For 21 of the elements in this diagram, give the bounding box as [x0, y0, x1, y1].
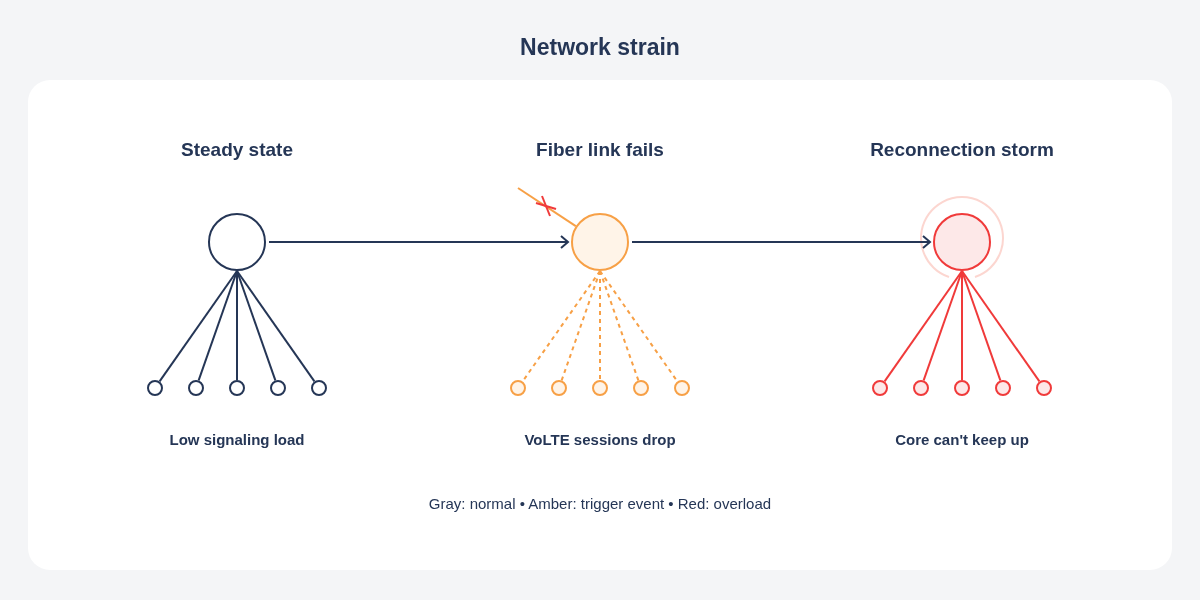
connector-line [922, 270, 963, 382]
arrow [268, 235, 569, 249]
stage-caption: Low signaling load [168, 430, 306, 450]
connector-line [158, 270, 238, 383]
stage-heading: Fiber link fails [535, 138, 665, 162]
connector-line [961, 270, 1002, 382]
connector-line [236, 270, 277, 382]
connector-line [599, 270, 640, 382]
connector-line [197, 270, 238, 382]
stage-heading: Reconnection storm [869, 138, 1055, 162]
connector-line [560, 270, 601, 382]
legend-note: Gray: normal • Amber: trigger event • Red: overload [428, 494, 772, 514]
connector-line [883, 270, 963, 383]
arrow [631, 235, 931, 249]
stage-caption: Core can't keep up [894, 430, 1030, 450]
stage-heading: Steady state [180, 138, 294, 162]
diagram-title: Network strain [520, 33, 680, 62]
connector-line [517, 187, 577, 228]
connector-line [236, 270, 316, 383]
connector-line [961, 270, 1041, 383]
stage-caption: VoLTE sessions drop [523, 430, 677, 450]
